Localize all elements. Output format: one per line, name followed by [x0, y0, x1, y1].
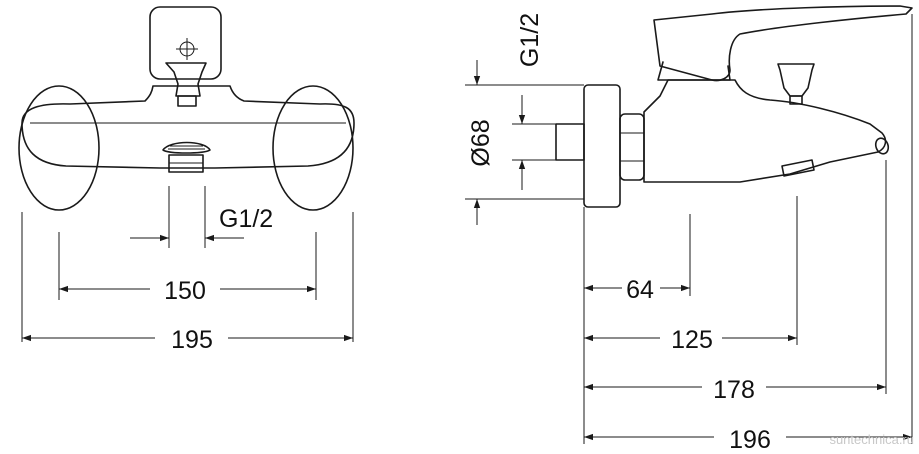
dim-196-label: 196: [729, 426, 771, 454]
dim-125-label: 125: [671, 326, 713, 354]
side-view: Ø68 G1/2 64 125 178 196: [465, 5, 913, 454]
faucet-body: [21, 85, 355, 169]
dim-width-label: 195: [171, 326, 213, 354]
side-body: [643, 79, 887, 183]
side-thread-label: G1/2: [516, 13, 544, 67]
watermark: suntechnica.ru: [829, 432, 914, 447]
spout-tip: [874, 137, 890, 155]
diverter-knob: [777, 63, 815, 97]
right-rosette: [272, 85, 354, 211]
side-rosette: [583, 84, 621, 208]
side-outlet: [781, 159, 815, 177]
aerator-cover: [162, 141, 211, 154]
side-diameter-label: Ø68: [467, 119, 495, 166]
diverter-stem: [789, 95, 803, 105]
left-rosette: [18, 85, 100, 211]
lever-handle: [149, 6, 222, 80]
handle-stem: [165, 62, 207, 97]
front-view: G1/2 150 195: [18, 6, 355, 354]
stem-nut: [177, 95, 197, 107]
lever-stem: [657, 61, 731, 81]
front-thread-label: G1/2: [219, 205, 273, 233]
connector-pipe: [555, 123, 585, 161]
hex-nut: [619, 113, 645, 181]
dim-center-distance-label: 150: [164, 277, 206, 305]
side-lever: [653, 5, 913, 82]
dim-64-label: 64: [626, 276, 654, 304]
dim-178-label: 178: [713, 376, 755, 404]
